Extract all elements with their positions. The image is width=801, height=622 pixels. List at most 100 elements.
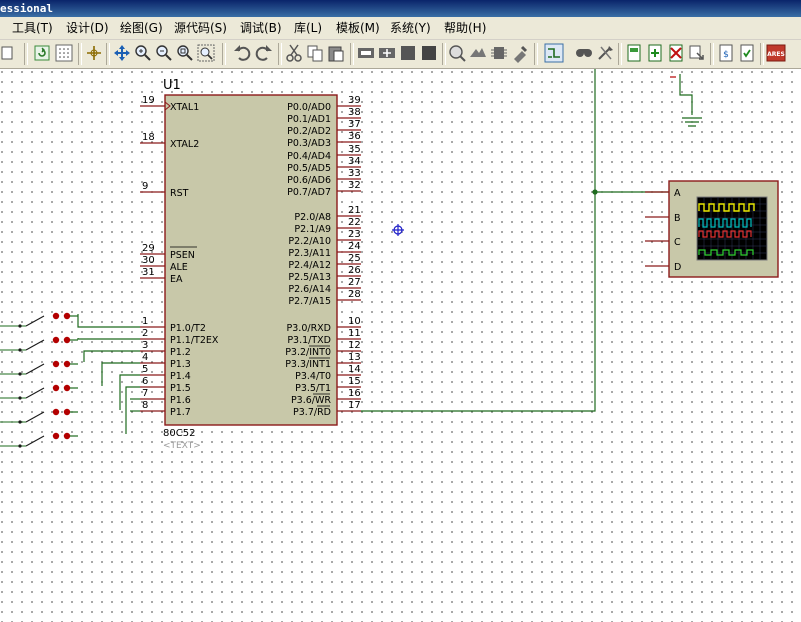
switch-contact: [52, 384, 60, 392]
pin-number: 25: [348, 253, 361, 264]
menu-bar: 工具(T) 设计(D) 绘图(G) 源代码(S) 调试(B) 库(L) 模板(M…: [0, 17, 801, 40]
new-sheet-icon[interactable]: [0, 43, 20, 63]
pick-device-icon[interactable]: [447, 43, 467, 63]
switch[interactable]: [0, 360, 78, 376]
make-device-icon[interactable]: [468, 43, 488, 63]
wire-autorouter-icon[interactable]: [544, 43, 564, 63]
goto-child-icon[interactable]: [687, 43, 707, 63]
copy-icon[interactable]: [305, 43, 325, 63]
menu-help[interactable]: 帮助(H): [444, 21, 487, 35]
pin-label: P2.2/A10: [288, 236, 331, 247]
wire-p12[interactable]: [83, 350, 140, 362]
undo-icon[interactable]: [232, 43, 252, 63]
wire-p37-scope[interactable]: [361, 191, 669, 412]
pin-number: 34: [348, 156, 361, 167]
property-assign-icon[interactable]: [596, 43, 616, 63]
menu-graph[interactable]: 绘图(G): [120, 21, 163, 35]
packaging-icon[interactable]: [489, 43, 509, 63]
switch[interactable]: [0, 432, 78, 448]
oscilloscope[interactable]: [668, 180, 779, 278]
pan-icon[interactable]: [112, 43, 132, 63]
wire-p13[interactable]: [101, 362, 140, 386]
chip-body[interactable]: [164, 94, 338, 426]
pin-label: P0.5/AD5: [287, 163, 331, 174]
menu-library[interactable]: 库(L): [294, 21, 323, 35]
origin-icon[interactable]: [84, 43, 104, 63]
xtal1-clock-marker: [164, 101, 171, 111]
paste-icon[interactable]: [326, 43, 346, 63]
wire-ground[interactable]: [679, 74, 693, 115]
ground-symbol[interactable]: [670, 76, 702, 127]
scope-channel-label: C: [674, 237, 681, 248]
switch[interactable]: [0, 408, 78, 424]
menu-design[interactable]: 设计(D): [66, 21, 109, 35]
redo-icon[interactable]: [254, 43, 274, 63]
toolbar-separator: [350, 43, 354, 65]
zoom-out-icon[interactable]: [154, 43, 174, 63]
switch[interactable]: [0, 384, 78, 400]
zoom-all-icon[interactable]: [175, 43, 195, 63]
switch[interactable]: [0, 312, 78, 328]
decompose-icon[interactable]: [510, 43, 530, 63]
toolbar-separator: [106, 43, 110, 65]
pin-label: P3.6/WR: [291, 395, 331, 406]
new-sheet-2-icon[interactable]: [624, 43, 644, 63]
pin-label: P3.4/T0: [295, 371, 331, 382]
bill-of-materials-icon[interactable]: $: [716, 43, 736, 63]
wire-p15[interactable]: [125, 386, 140, 434]
pin-number: 6: [142, 376, 148, 387]
menu-template[interactable]: 模板(M): [336, 21, 380, 35]
window-title: essional: [0, 2, 53, 15]
trace-b: [698, 218, 752, 228]
switch-lever: [25, 411, 45, 423]
pin-label: EA: [170, 274, 183, 285]
grid-icon[interactable]: [54, 43, 74, 63]
switch-group: [0, 312, 78, 448]
refresh-icon[interactable]: [32, 43, 52, 63]
pin-number: 37: [348, 119, 361, 130]
block-delete-icon[interactable]: [419, 43, 439, 63]
zoom-area-icon[interactable]: [196, 43, 216, 63]
chip-left-pins: 19XTAL118XTAL29RST29PSEN30ALE31EA1P1.0/T…: [140, 95, 219, 418]
remove-sheet-icon[interactable]: [666, 43, 686, 63]
pin-label: P2.3/A11: [288, 248, 331, 259]
switch-lever: [25, 339, 45, 351]
pin-label: RST: [170, 188, 189, 199]
pin-label: P2.6/A14: [288, 284, 331, 295]
wire-p11[interactable]: [77, 338, 140, 340]
toolbar-separator: [760, 43, 764, 65]
block-rotate-icon[interactable]: [398, 43, 418, 63]
zoom-in-icon[interactable]: [133, 43, 153, 63]
chip-ref: U1: [163, 78, 181, 93]
pin-number: 9: [142, 181, 148, 192]
chip-part: 80C52: [163, 428, 195, 439]
wire-group: [77, 69, 693, 434]
switch-pivot: [18, 444, 22, 448]
cut-icon[interactable]: [284, 43, 304, 63]
menu-tools[interactable]: 工具(T): [12, 21, 53, 35]
pin-label: P1.6: [170, 395, 191, 406]
menu-system[interactable]: 系统(Y): [390, 21, 431, 35]
ares-icon[interactable]: ARES: [766, 43, 786, 63]
pin-number: 12: [348, 340, 361, 351]
pin-label: P0.4/AD4: [287, 151, 331, 162]
pin-number: 32: [348, 180, 361, 191]
pin-number: 35: [348, 144, 361, 155]
menu-debug[interactable]: 调试(B): [240, 21, 282, 35]
block-move-icon[interactable]: [377, 43, 397, 63]
wire-p14[interactable]: [119, 374, 140, 410]
add-sheet-icon[interactable]: [645, 43, 665, 63]
pin-number: 22: [348, 217, 361, 228]
chip-text: <TEXT>: [163, 441, 201, 451]
pin-label: P1.5: [170, 383, 191, 394]
pin-label: ALE: [170, 262, 188, 273]
wire-p10[interactable]: [77, 314, 140, 328]
erc-icon[interactable]: [737, 43, 757, 63]
menu-source[interactable]: 源代码(S): [174, 21, 227, 35]
switch-contact: [63, 336, 71, 344]
switch[interactable]: [0, 336, 78, 352]
block-copy-icon[interactable]: [356, 43, 376, 63]
search-icon[interactable]: [574, 43, 594, 63]
